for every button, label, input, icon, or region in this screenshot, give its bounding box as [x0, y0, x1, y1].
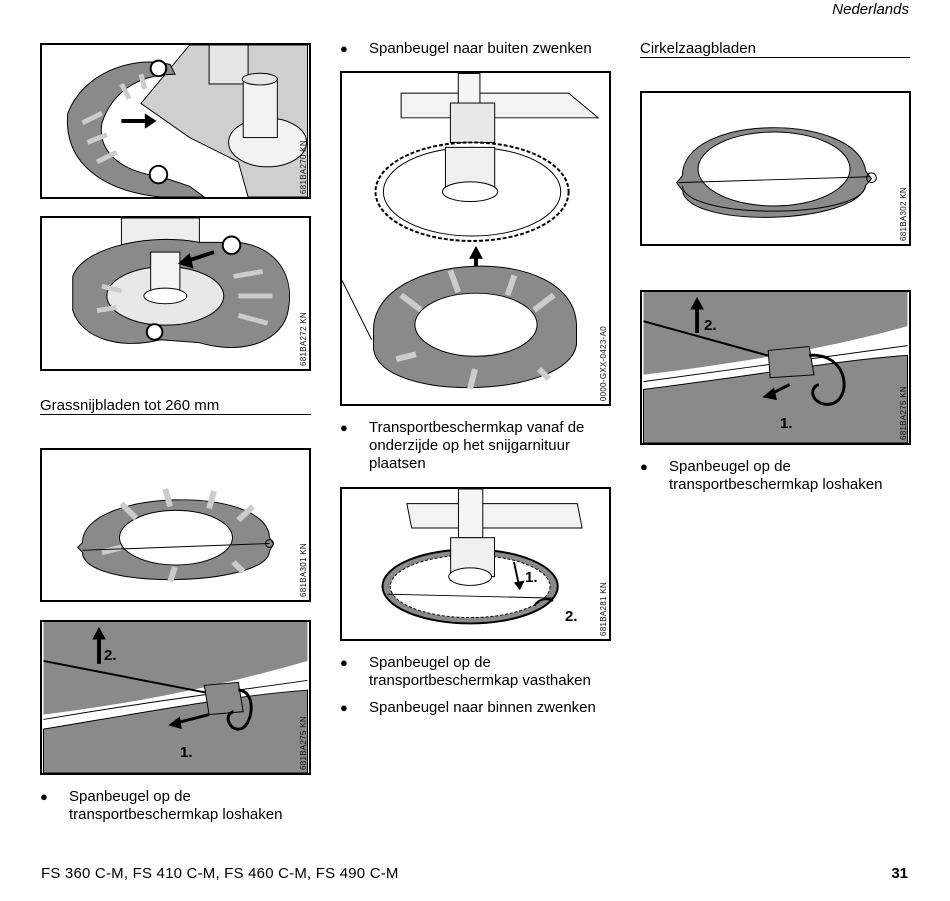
- step-label-1: 1.: [780, 415, 793, 432]
- page-number: 31: [891, 865, 908, 882]
- bullet-icon: ●: [340, 700, 348, 715]
- instruction-text: Spanbeugel op de transportbeschermkap va…: [369, 654, 591, 689]
- guard-illustration: [72, 218, 291, 349]
- guard-illustration: [76, 488, 274, 583]
- bullet-icon: ●: [340, 420, 348, 435]
- bullet-icon: ●: [340, 655, 348, 670]
- footer-model-list: FS 360 C-M, FS 410 C-M, FS 460 C-M, FS 4…: [41, 865, 399, 882]
- bullet-icon: ●: [340, 41, 348, 56]
- step-label-2: 2.: [704, 317, 717, 334]
- instruction-text: Spanbeugel naar buiten zwenken: [369, 40, 592, 57]
- figure-code: 681BA301 KN: [299, 542, 308, 597]
- step-label-1: 1.: [180, 744, 193, 761]
- figure-code: 681BA302 KN: [899, 186, 908, 241]
- saw-guard-illustration: [342, 73, 600, 390]
- clamp-illustration: [43, 622, 308, 773]
- instruction-text: Transportbeschermkap vanaf de onderzijde…: [369, 419, 585, 472]
- language-label: Nederlands: [832, 1, 909, 18]
- instruction-text: Spanbeugel op de transportbeschermkap lo…: [69, 788, 283, 823]
- guard-illustration: [675, 127, 877, 218]
- figure-unhook-clamp: 2. 1. 681BA275 KN: [40, 620, 311, 775]
- instruction-text: Spanbeugel op de transportbeschermkap lo…: [669, 458, 883, 493]
- figure-saw-transport-guard: 681BA302 KN: [640, 91, 911, 246]
- clamp-illustration: [643, 292, 908, 443]
- instruction-text: Spanbeugel naar binnen zwenken: [369, 699, 596, 716]
- section-heading-grass-blades: Grassnijbladen tot 260 mm: [40, 397, 220, 414]
- heading-rule: [640, 57, 910, 58]
- figure-code: 0000-GXX-0423-A0: [599, 325, 608, 401]
- heading-rule: [40, 414, 311, 415]
- figure-saw-unhook-clamp: 2. 1. 681BA275 KN: [640, 290, 911, 445]
- figure-guard-removal-1: 681BA270 KN: [40, 43, 311, 199]
- figure-code: 681BA275 KN: [899, 385, 908, 440]
- figure-guard-removal-2: 681BA272 KN: [40, 216, 311, 371]
- step-label-2: 2.: [565, 608, 578, 625]
- figure-saw-blade-guard: 0000-GXX-0423-A0: [340, 71, 611, 406]
- figure-code: 681BA272 KN: [299, 311, 308, 366]
- bullet-icon: ●: [640, 459, 648, 474]
- figure-transport-guard: 681BA301 KN: [40, 448, 311, 602]
- bullet-icon: ●: [40, 789, 48, 804]
- section-heading-saw-blades: Cirkelzaagbladen: [640, 40, 756, 57]
- step-label-1: 1.: [525, 569, 538, 586]
- figure-code: 681BA270 KN: [299, 139, 308, 194]
- figure-code: 681BA275 KN: [299, 715, 308, 770]
- guard-illustration: [66, 45, 309, 197]
- step-label-2: 2.: [104, 647, 117, 664]
- figure-code: 681BA281 KN: [599, 581, 608, 636]
- saw-guard-hook-illustration: [381, 489, 583, 625]
- figure-hook-clamp: 1. 2. 681BA281 KN: [340, 487, 611, 641]
